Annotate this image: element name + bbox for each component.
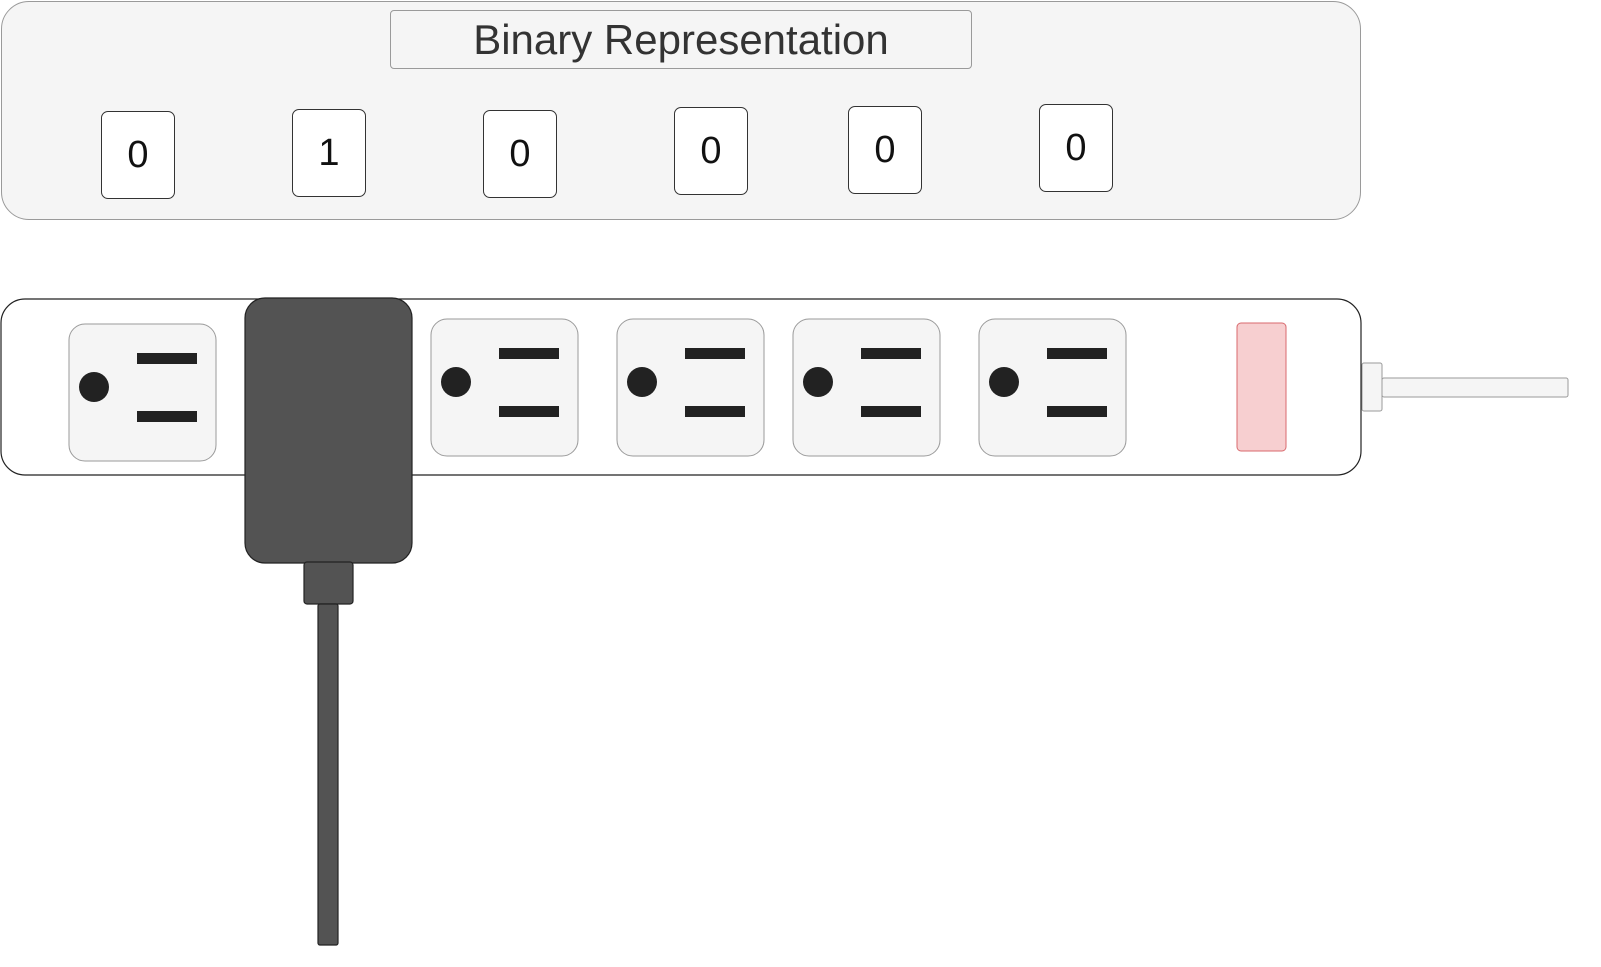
outlet-3[interactable]: [430, 318, 579, 457]
power-cord: [1381, 377, 1569, 398]
outlet-1[interactable]: [68, 323, 217, 462]
bit-3[interactable]: 0: [483, 110, 557, 198]
bit-1[interactable]: 0: [101, 111, 175, 199]
plug-neck: [303, 561, 354, 605]
bit-4[interactable]: 0: [674, 107, 748, 195]
plug-cord: [317, 603, 339, 946]
plug-body: [244, 297, 413, 564]
cord-connector: [1361, 362, 1383, 412]
bit-6[interactable]: 0: [1039, 104, 1113, 192]
plug-in-outlet-2[interactable]: [244, 297, 413, 946]
outlet-5[interactable]: [792, 318, 941, 457]
panel-title: Binary Representation: [390, 10, 972, 69]
outlet-4[interactable]: [616, 318, 765, 457]
bit-5[interactable]: 0: [848, 106, 922, 194]
bit-2[interactable]: 1: [292, 109, 366, 197]
power-switch[interactable]: [1236, 322, 1287, 452]
outlet-6[interactable]: [978, 318, 1127, 457]
